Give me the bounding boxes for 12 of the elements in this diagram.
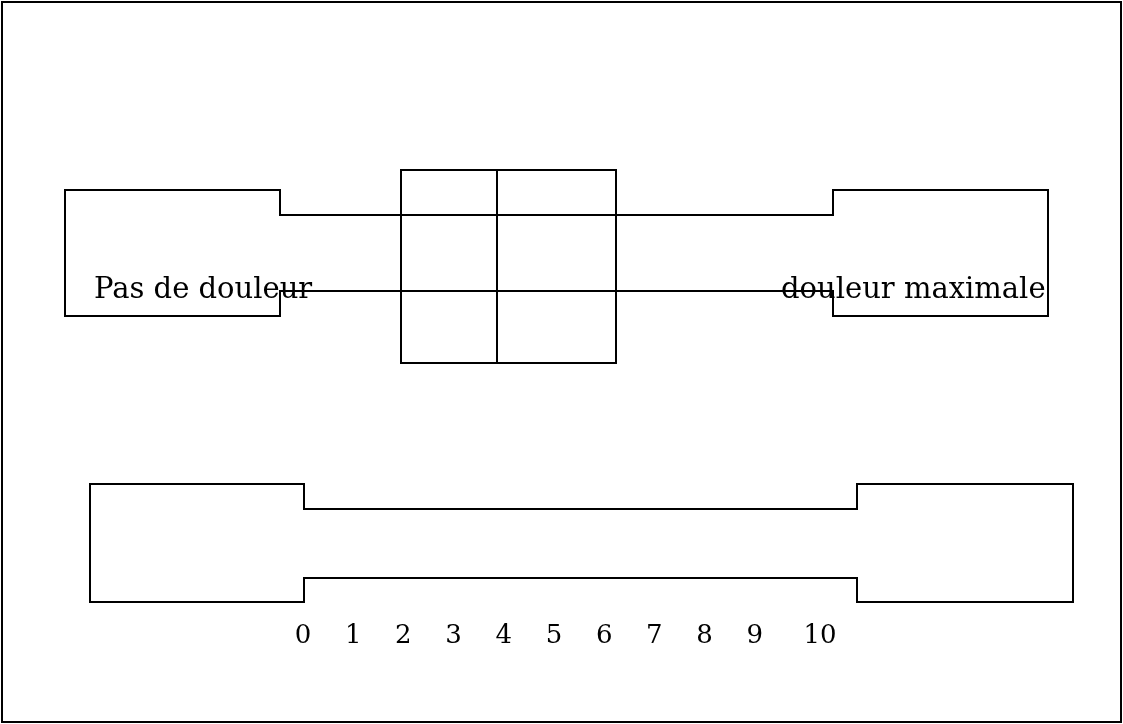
- scale-number: 5: [545, 619, 563, 649]
- scale-number: 4: [495, 619, 513, 649]
- scale-number: 8: [696, 619, 713, 649]
- scale-end-label: Pas de douleur: [94, 271, 313, 305]
- scale-number: 2: [395, 619, 412, 649]
- scale-number: 9: [746, 619, 764, 649]
- scale-number: 3: [445, 619, 462, 649]
- scale-number: 6: [595, 619, 613, 649]
- scale-number: 0: [294, 619, 312, 649]
- scale-number: 1: [344, 619, 362, 649]
- scale-number: 7: [646, 619, 663, 649]
- scale-number: 10: [803, 619, 837, 649]
